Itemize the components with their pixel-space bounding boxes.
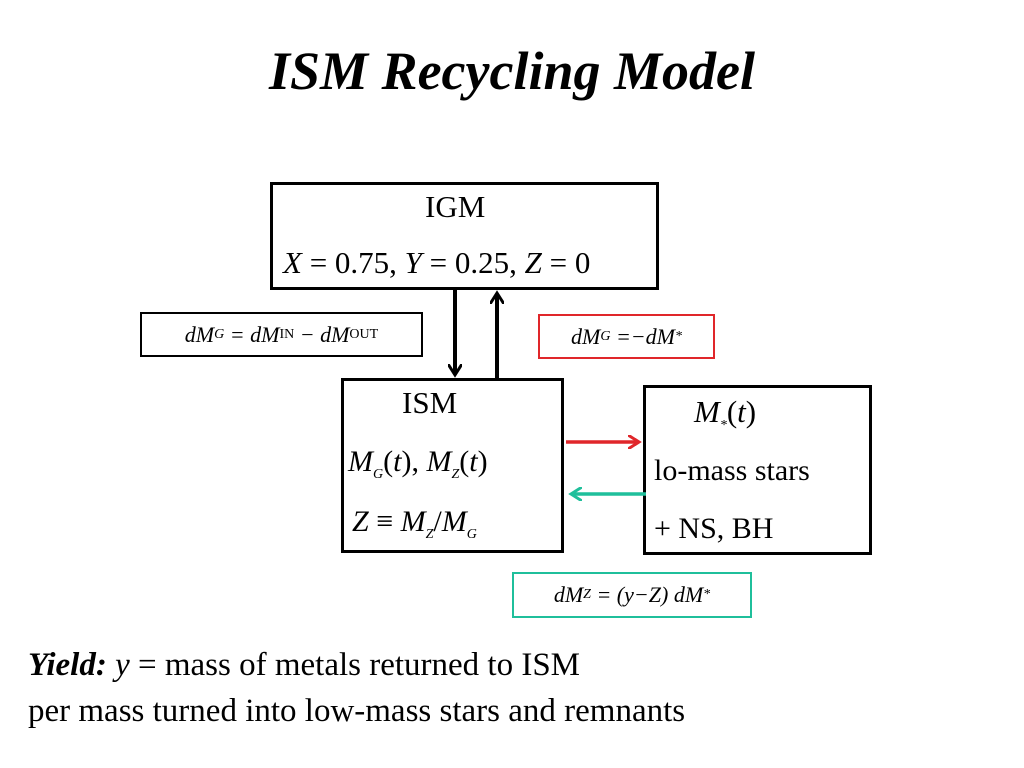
igm-box: IGM X = 0.75, Y = 0.25, Z = 0 (270, 182, 659, 290)
ism-label: ISM (402, 385, 458, 420)
ism-metallicity-definition: Z ≡ MZ/MG (352, 505, 477, 542)
igm-label: IGM (425, 189, 486, 224)
page-title: ISM Recycling Model (269, 41, 755, 101)
ism-mass-functions: MG(t), MZ(t) (348, 445, 488, 482)
igm-abundances: X = 0.75, Y = 0.25, Z = 0 (283, 245, 591, 280)
stars-box: M*(t) lo-mass stars + NS, BH (643, 385, 872, 555)
ism-box: ISM MG(t), MZ(t) Z ≡ MZ/MG (341, 378, 564, 553)
yield-line-1: Yield: y = mass of metals returned to IS… (28, 647, 581, 683)
stellar-mass-function: M*(t) (694, 394, 757, 434)
yield-line-2: per mass turned into low-mass stars and … (28, 693, 686, 729)
stars-line-remnants: + NS, BH (654, 512, 774, 545)
stars-line-lo-mass: lo-mass stars (654, 454, 810, 487)
yield-definition: Yield: y = mass of metals returned to IS… (28, 642, 685, 734)
